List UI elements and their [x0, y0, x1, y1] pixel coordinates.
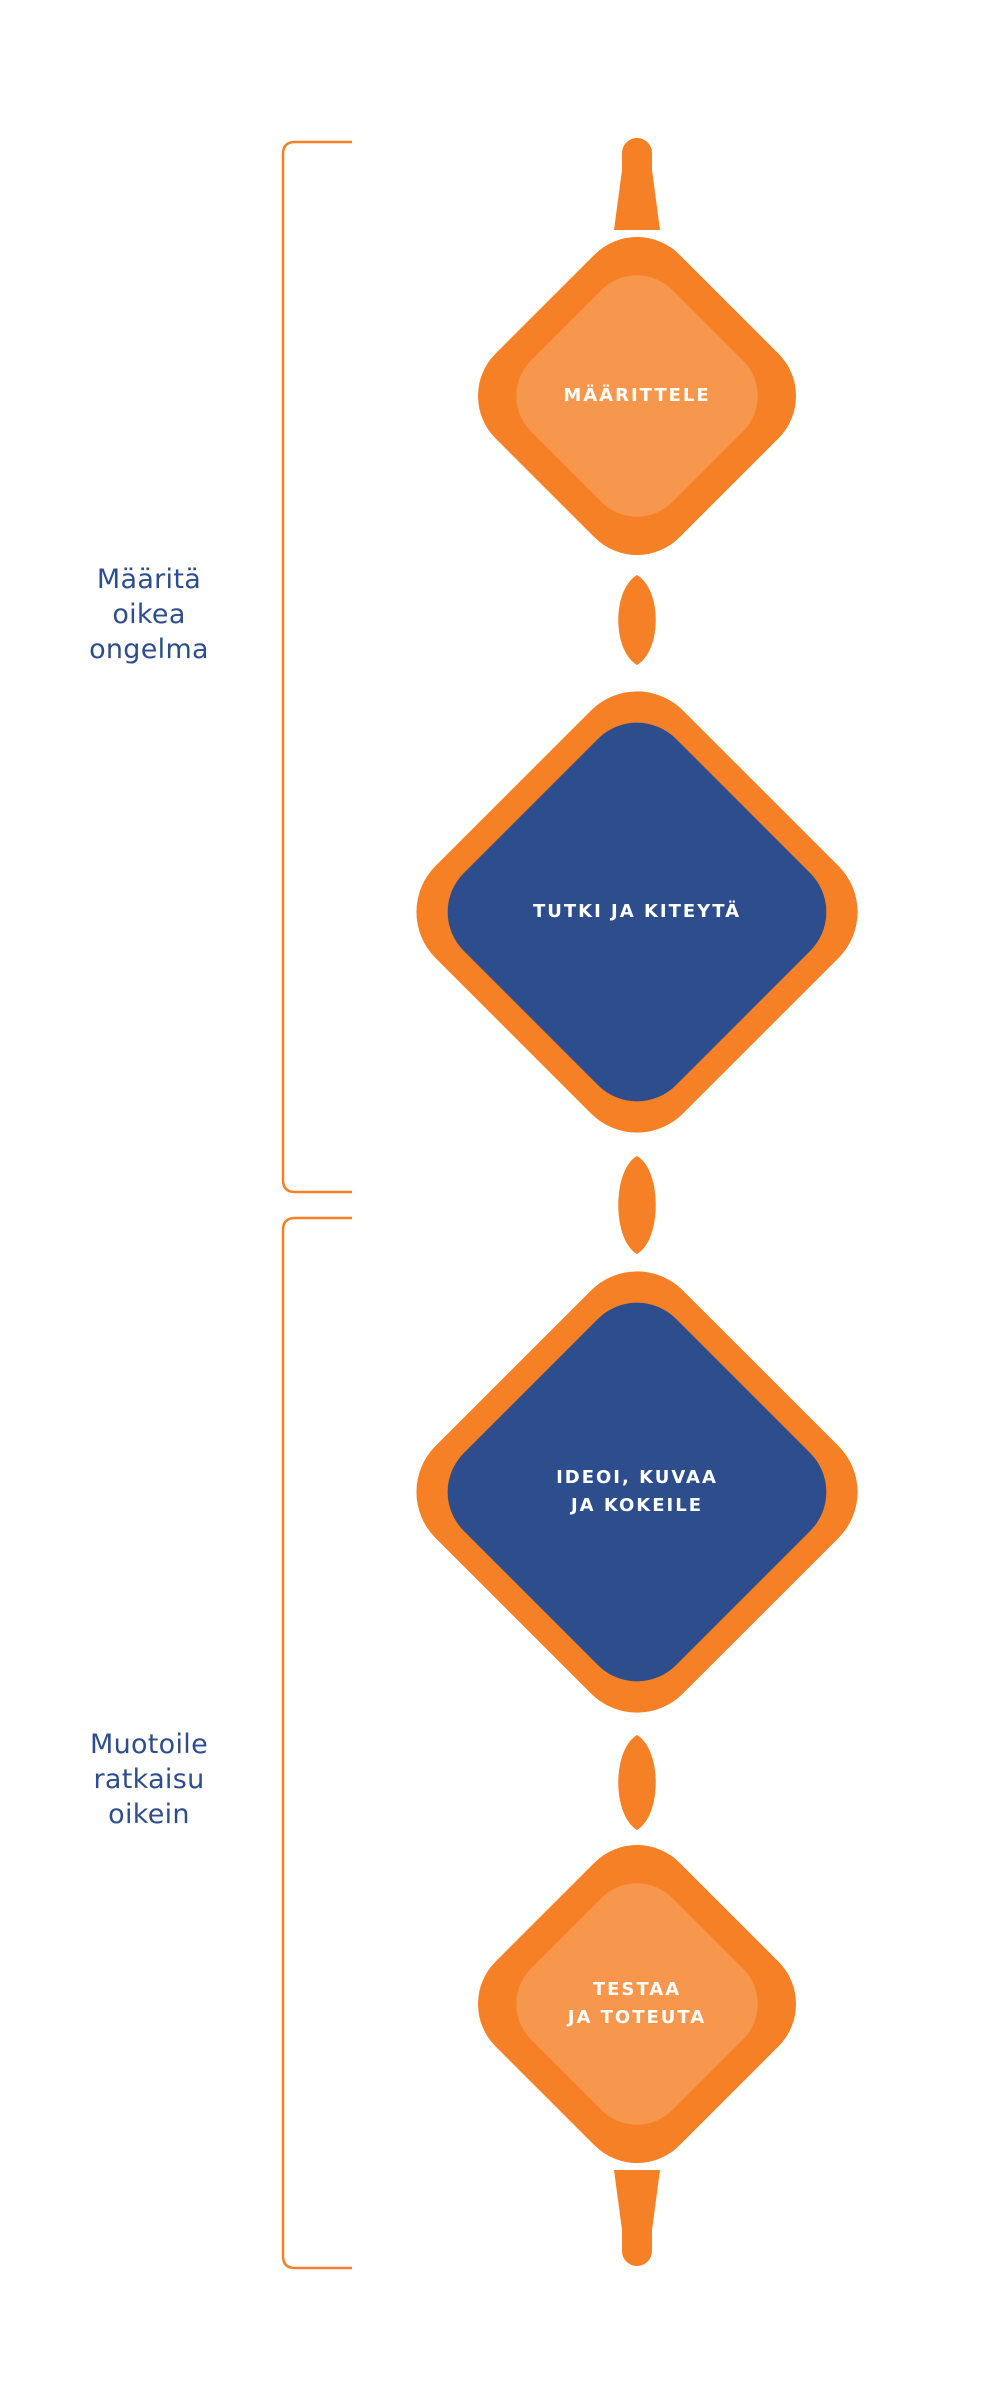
step-label-line: IDEOI, KUVAA: [556, 1467, 718, 1488]
spine-connector-4: [618, 1735, 656, 1830]
spine-connector-5: [614, 2170, 660, 2230]
spine-connector-2: [618, 575, 656, 665]
group-label-line: ratkaisu: [93, 1764, 205, 1795]
diamond-inner-2: [447, 722, 827, 1102]
group-label-line: oikea: [112, 599, 186, 630]
step-label-line: JA TOTEUTA: [567, 2007, 707, 2028]
step-label-line: TUTKI JA KITEYTÄ: [532, 901, 742, 922]
step-label-test: TESTAA JA TOTEUTA: [507, 1976, 767, 2032]
step-label-ideate: IDEOI, KUVAA JA KOKEILE: [507, 1464, 767, 1520]
diamond-inner-1: [516, 275, 758, 517]
group-label-line: Muotoile: [89, 1729, 209, 1760]
group-label-line: Määritä: [96, 564, 202, 595]
bracket-define-problem: [281, 140, 352, 1194]
spine-connector-1: [614, 170, 660, 230]
step-label-line: MÄÄRITTELE: [563, 385, 711, 406]
diamond-inner-4: [516, 1883, 758, 2125]
bracket-design-solution: [281, 1216, 352, 2270]
group-label-define-problem: Määritä oikea ongelma: [49, 562, 249, 667]
step-label-define: MÄÄRITTELE: [507, 382, 767, 410]
step-label-line: TESTAA: [592, 1979, 682, 2000]
spine-connector-3: [618, 1156, 656, 1254]
group-label-design-solution: Muotoile ratkaisu oikein: [49, 1727, 249, 1832]
group-label-line: ongelma: [89, 634, 209, 665]
step-label-line: JA KOKEILE: [570, 1495, 704, 1516]
group-label-line: oikein: [108, 1799, 190, 1830]
step-label-research: TUTKI JA KITEYTÄ: [507, 898, 767, 926]
diamond-inner-3: [447, 1302, 827, 1682]
